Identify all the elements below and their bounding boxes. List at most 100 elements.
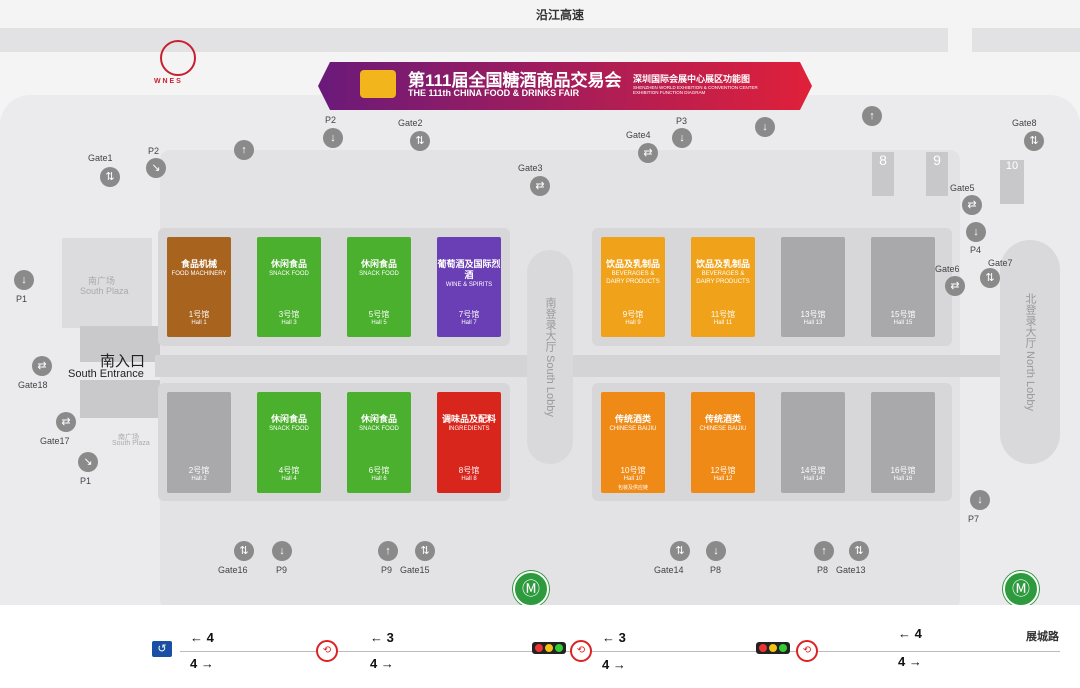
gate4-icon[interactable]: ⇄ [638, 143, 658, 163]
north-lobby: 北登录大厅 North Lobby [1000, 240, 1060, 464]
fair-logo [360, 70, 396, 98]
lane-arrow-7: ← 4 [898, 626, 922, 641]
p9a-icon[interactable]: ↓ [272, 541, 292, 561]
stairs-south [80, 380, 160, 418]
p1b-icon[interactable]: ↘ [78, 452, 98, 472]
lane-arrow-6: 4 → [602, 657, 626, 672]
gate6-icon[interactable]: ⇄ [945, 276, 965, 296]
lane-8-count: 4 [898, 654, 906, 669]
gate8-icon[interactable]: ⇅ [1024, 131, 1044, 151]
metro-icon[interactable]: Ⓜ [513, 571, 549, 607]
p2b-icon[interactable]: ↓ [323, 128, 343, 148]
gate15-icon[interactable]: ⇅ [415, 541, 435, 561]
gate8-label: Gate8 [1012, 118, 1037, 128]
gate4-label: Gate4 [626, 130, 651, 140]
gate18-label: Gate18 [18, 380, 48, 390]
p3-label: P3 [676, 116, 688, 126]
south-plaza2-en: South Plaza [112, 440, 150, 447]
p1a-icon[interactable]: ↓ [14, 270, 34, 290]
p1b-label: P1 [80, 476, 92, 486]
banner-title-en: THE 111th CHINA FOOD & DRINKS FAIR [408, 88, 580, 98]
lane-4-count: 4 [370, 656, 378, 671]
small-hall-10: 10 [1000, 160, 1024, 204]
central-corridor [155, 355, 1000, 377]
lane-7-count: 4 [914, 626, 922, 641]
gate7-icon[interactable]: ⇅ [980, 268, 1000, 288]
lane-arrow-4: 4 → [370, 656, 394, 671]
gate3-label: Gate3 [518, 163, 543, 173]
road-label-north: 沿江高速 [536, 8, 585, 22]
p7-icon[interactable]: ↓ [970, 490, 990, 510]
p9b-icon[interactable]: ↑ [378, 541, 398, 561]
small-hall-9: 9 [926, 152, 948, 196]
p3-icon[interactable]: ↓ [672, 128, 692, 148]
small-hall-8: 8 [872, 152, 894, 196]
road-north-east [972, 28, 1080, 52]
south-plaza-cn: 南广场 [88, 276, 116, 286]
lane-6-count: 4 [602, 657, 610, 672]
gate14-icon[interactable]: ⇅ [670, 541, 690, 561]
gate16-label: Gate16 [218, 565, 248, 575]
gate2-label: Gate2 [398, 118, 423, 128]
gate17-icon[interactable]: ⇄ [56, 412, 76, 432]
lane-arrow-8: 4 → [898, 654, 922, 669]
p2a-label: P2 [148, 146, 160, 156]
gate16-icon[interactable]: ⇅ [234, 541, 254, 561]
p2b-label: P2 [325, 115, 337, 125]
road-north [0, 28, 948, 52]
lane-arrow-1: ← 4 [190, 630, 214, 645]
p1a-label: P1 [16, 294, 28, 304]
arrow-up-icon-2[interactable]: ↑ [862, 106, 882, 126]
metro-icon-2[interactable]: Ⓜ [1003, 571, 1039, 607]
arrow-up-icon[interactable]: ↑ [234, 140, 254, 160]
no-u-turn-icon-3: ⟲ [796, 640, 818, 662]
p2a-icon[interactable]: ↘ [146, 158, 166, 178]
traffic-light-icon [532, 642, 566, 654]
compass-letters: W N E S [154, 78, 181, 85]
p8a-icon[interactable]: ↓ [706, 541, 726, 561]
lane-1-count: 4 [206, 630, 214, 645]
gate2-icon[interactable]: ⇅ [410, 131, 430, 151]
gate1-icon[interactable]: ⇅ [100, 167, 120, 187]
gate13-icon[interactable]: ⇅ [849, 541, 869, 561]
p4-label: P4 [970, 245, 982, 255]
road-divider [180, 651, 1060, 652]
gate18-icon[interactable]: ⇄ [32, 356, 52, 376]
south-plaza-en: South Plaza [80, 286, 129, 296]
lane-3-count: 3 [386, 630, 394, 645]
south-entrance-cn: 南入口 [100, 353, 146, 370]
arrow-down-icon[interactable]: ↓ [755, 117, 775, 137]
south-entrance-en: South Entrance [68, 368, 144, 380]
lane-arrow-5: ← 3 [602, 630, 626, 645]
p8b-label: P8 [817, 565, 829, 575]
p8b-icon[interactable]: ↑ [814, 541, 834, 561]
gate14-label: Gate14 [654, 565, 684, 575]
gate3-icon[interactable]: ⇄ [530, 176, 550, 196]
south-plaza2-cn: 南广场 [118, 434, 139, 441]
stairs-north [80, 326, 160, 362]
no-u-turn-icon-2: ⟲ [570, 640, 592, 662]
lane-5-count: 3 [618, 630, 626, 645]
gate5-icon[interactable]: ⇄ [962, 195, 982, 215]
banner-title-cn: 第111届全国糖酒商品交易会 [408, 71, 622, 90]
gate15-label: Gate15 [400, 565, 430, 575]
p4-icon[interactable]: ↓ [966, 222, 986, 242]
gate1-label: Gate1 [88, 153, 113, 163]
